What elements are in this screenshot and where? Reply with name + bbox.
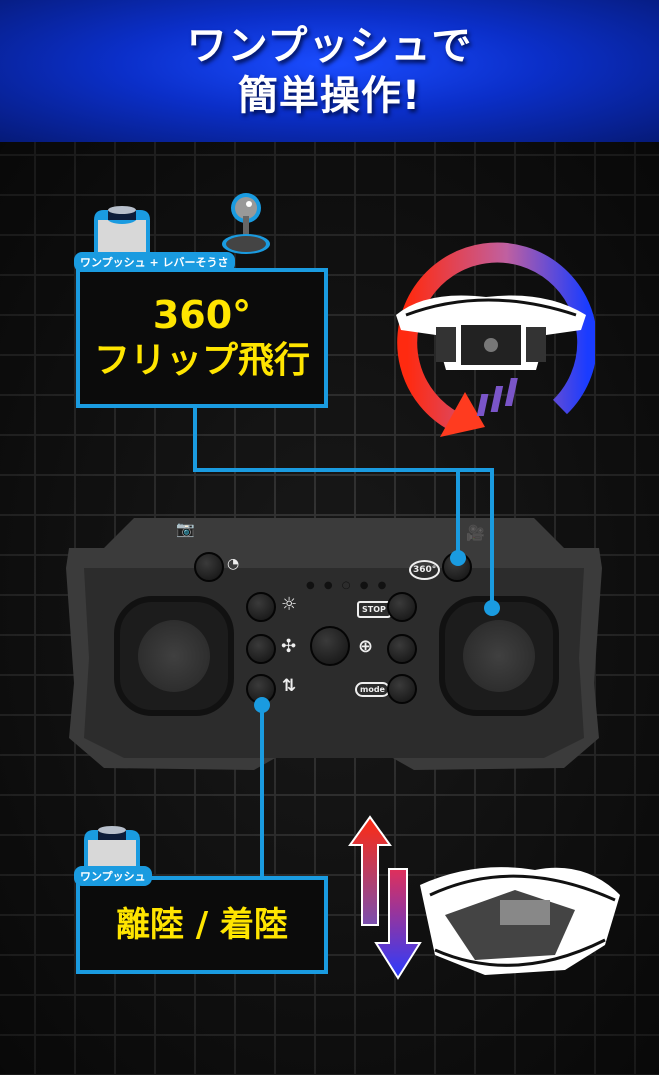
page-header: ワンプッシュで 簡単操作! (0, 0, 659, 142)
joystick-lever-icon (218, 192, 274, 254)
stop-button[interactable] (387, 592, 417, 622)
connector-line (456, 468, 460, 558)
takeoff-title: 離陸 / 着陸 (115, 905, 289, 945)
drone-angled-image (415, 855, 625, 980)
calibrate-icon: ⊕ (358, 636, 374, 657)
headless-move-button[interactable] (246, 634, 276, 664)
flip-operation-tag: ワンプッシュ + レバーそうさ (74, 252, 235, 272)
connector-dot-flip-button (450, 550, 466, 566)
speed-icon: ◔ (227, 556, 240, 572)
left-joystick[interactable] (114, 596, 234, 716)
up-down-arrow-icon (345, 815, 425, 980)
right-joystick[interactable] (439, 596, 559, 716)
indicator-leds: ● ● ○ ● ● (306, 580, 390, 591)
header-title-line2: 簡単操作! (237, 73, 422, 119)
speed-button[interactable] (194, 552, 224, 582)
connector-line (193, 408, 197, 472)
connector-dot-takeoff-button (254, 697, 270, 713)
light-button[interactable] (246, 592, 276, 622)
move-icon: ✣ (281, 636, 297, 657)
video-icon: 🎥 (466, 524, 485, 542)
calibrate-button[interactable] (387, 634, 417, 664)
power-button[interactable] (310, 626, 350, 666)
light-icon: ☼ (281, 594, 298, 615)
connector-line (260, 705, 264, 877)
connector-line (193, 468, 493, 472)
stop-icon: STOP (357, 601, 391, 618)
flip-title-line2: フリップ飛行 (93, 340, 310, 381)
flip-360-button[interactable] (442, 552, 472, 582)
flip-title-line1: 360° (152, 293, 252, 337)
header-title-line1: ワンプッシュで (186, 23, 473, 69)
takeoff-land-icon: ⇅ (282, 676, 297, 696)
remote-controller: 📷 🎥 ◔ 360° ● ● ○ ● ● ☼ ✣ ⇅ STOP ⊕ mode (64, 508, 604, 776)
takeoff-operation-tag: ワンプッシュ (74, 866, 152, 886)
camera-icon: 📷 (176, 520, 195, 538)
mode-icon: mode (355, 682, 390, 697)
connector-line (490, 468, 494, 608)
takeoff-feature-box: 離陸 / 着陸 (76, 876, 328, 974)
drone-front-image (386, 285, 594, 375)
flip-rotation-arrow-icon (385, 222, 598, 437)
flip-feature-box: 360° フリップ飛行 (76, 268, 328, 408)
mode-button[interactable] (387, 674, 417, 704)
flip-360-icon: 360° (409, 560, 441, 580)
connector-dot-right-stick (484, 600, 500, 616)
